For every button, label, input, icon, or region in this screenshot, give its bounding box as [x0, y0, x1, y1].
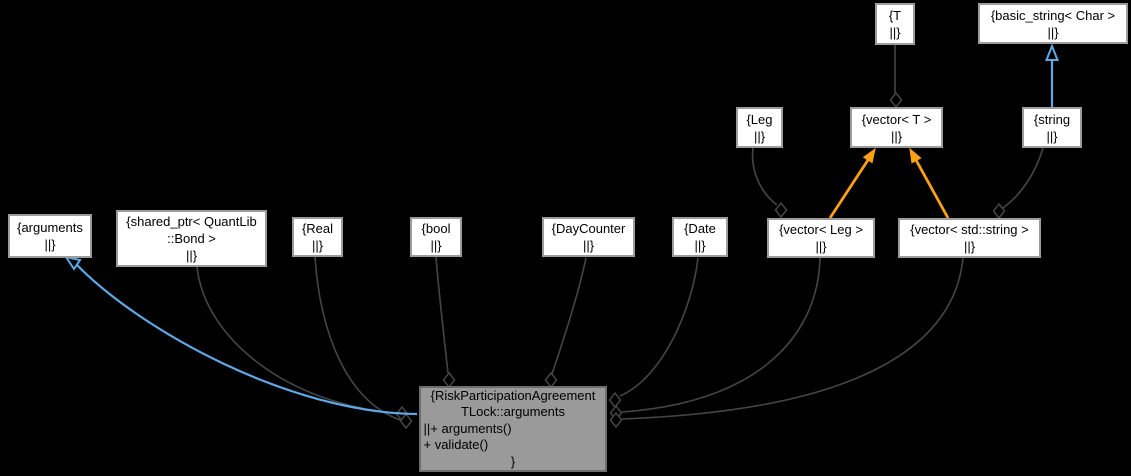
node-leg-text: ||}: [753, 128, 766, 144]
node-arguments[interactable]: {arguments ||}: [8, 214, 92, 258]
node-vector-leg[interactable]: {vector< Leg > ||}: [767, 218, 875, 258]
node-daycounter-text: ||}: [582, 238, 595, 253]
main-node-text: ||+ arguments(): [423, 420, 512, 436]
inheritance-arrowhead-arguments: [63, 255, 82, 271]
node-date-text: ||}: [694, 238, 706, 253]
edge-vectorleg-to-vectort: [828, 159, 870, 219]
edge-sharedptr-to-main: [196, 266, 399, 414]
aggregation-diamond-vectorstdstring: [992, 202, 1006, 220]
aggregation-diamond-main-top-2: [544, 371, 558, 389]
node-string-text: {string: [1033, 111, 1071, 127]
edge-main-to-arguments: [75, 263, 418, 416]
node-basic-string-char-text: ||}: [1047, 24, 1059, 40]
edge-real-to-main: [314, 256, 401, 421]
node-string-text: ||}: [1046, 128, 1058, 144]
node-arguments-text: {arguments: [17, 220, 83, 235]
node-bool[interactable]: {bool ||}: [410, 217, 462, 257]
node-date[interactable]: {Date ||}: [672, 217, 728, 257]
inheritance-arrowhead-basicstring: [1045, 43, 1059, 61]
node-date-text: {Date: [684, 221, 716, 236]
main-node-text: + validate(): [423, 437, 489, 453]
node-daycounter-text: {DayCounter: [551, 221, 626, 236]
node-riskparticipationagreementtlock-arguments[interactable]: {RiskParticipationAgreement TLock::argum…: [419, 386, 607, 472]
aggregation-diamond-main-right-1: [608, 391, 622, 409]
aggregation-diamond-vectorleg: [774, 201, 788, 219]
node-vector-t-text: {vector< T >: [861, 111, 932, 127]
template-arrowhead-right: [909, 147, 922, 164]
node-real[interactable]: {Real ||}: [292, 217, 343, 257]
node-vector-t[interactable]: {vector< T > ||}: [850, 107, 943, 148]
edge-vectorstdstring-to-vectort: [914, 159, 950, 219]
main-node-text: TLock::arguments: [460, 404, 566, 420]
node-vector-leg-text: {vector< Leg >: [779, 222, 863, 237]
main-node-text: }: [510, 453, 516, 469]
node-shared-ptr-text: ::Bond >: [167, 231, 216, 246]
node-leg[interactable]: {Leg ||}: [736, 107, 783, 148]
node-vector-std-string-text: ||}: [963, 239, 976, 254]
aggregation-diamond-vectort: [889, 91, 903, 109]
node-t-text: {T: [888, 8, 902, 23]
node-t-text: ||}: [889, 25, 901, 40]
main-node-text: {RiskParticipationAgreement: [430, 387, 596, 403]
node-shared-ptr-text: {shared_ptr< QuantLib: [126, 214, 257, 229]
node-basic-string-char-text: {basic_string< Char >: [990, 7, 1116, 23]
template-arrowhead-left: [862, 147, 876, 164]
node-real-text: {Real: [301, 221, 334, 236]
aggregation-diamond-main-top-1: [442, 371, 456, 389]
node-leg-text: {Leg: [746, 111, 773, 127]
edge-leg-to-vectorleg: [751, 147, 778, 206]
node-vector-t-text: ||}: [890, 128, 903, 144]
node-string[interactable]: {string ||}: [1022, 107, 1082, 148]
edge-daycounter-to-main: [551, 257, 587, 375]
node-shared-ptr-quantlib-bond[interactable]: {shared_ptr< QuantLib ::Bond > ||}: [116, 210, 267, 267]
edge-date-to-main: [619, 257, 699, 397]
node-vector-leg-text: ||}: [815, 239, 827, 254]
node-vector-std-string-text: {vector< std::string >: [910, 222, 1029, 237]
edge-string-to-vectorstdstring: [1002, 147, 1044, 209]
node-basic-string-char[interactable]: {basic_string< Char > ||}: [978, 3, 1128, 44]
node-real-text: ||}: [311, 238, 324, 253]
aggregation-diamond-main-left-2: [399, 412, 413, 430]
node-bool-text: {bool: [421, 221, 451, 236]
aggregation-diamond-main-right-3: [609, 411, 623, 429]
edge-vectorleg-to-main: [621, 257, 821, 413]
node-daycounter[interactable]: {DayCounter ||}: [542, 217, 635, 257]
node-bool-text: ||}: [430, 238, 442, 253]
node-vector-std-string[interactable]: {vector< std::string > ||}: [898, 218, 1041, 258]
edge-vectorstdstring-to-main: [621, 257, 964, 420]
edge-bool-to-main: [435, 256, 449, 374]
node-t[interactable]: {T ||}: [875, 3, 915, 45]
node-arguments-text: ||}: [44, 237, 56, 252]
node-shared-ptr-text: ||}: [185, 248, 198, 263]
